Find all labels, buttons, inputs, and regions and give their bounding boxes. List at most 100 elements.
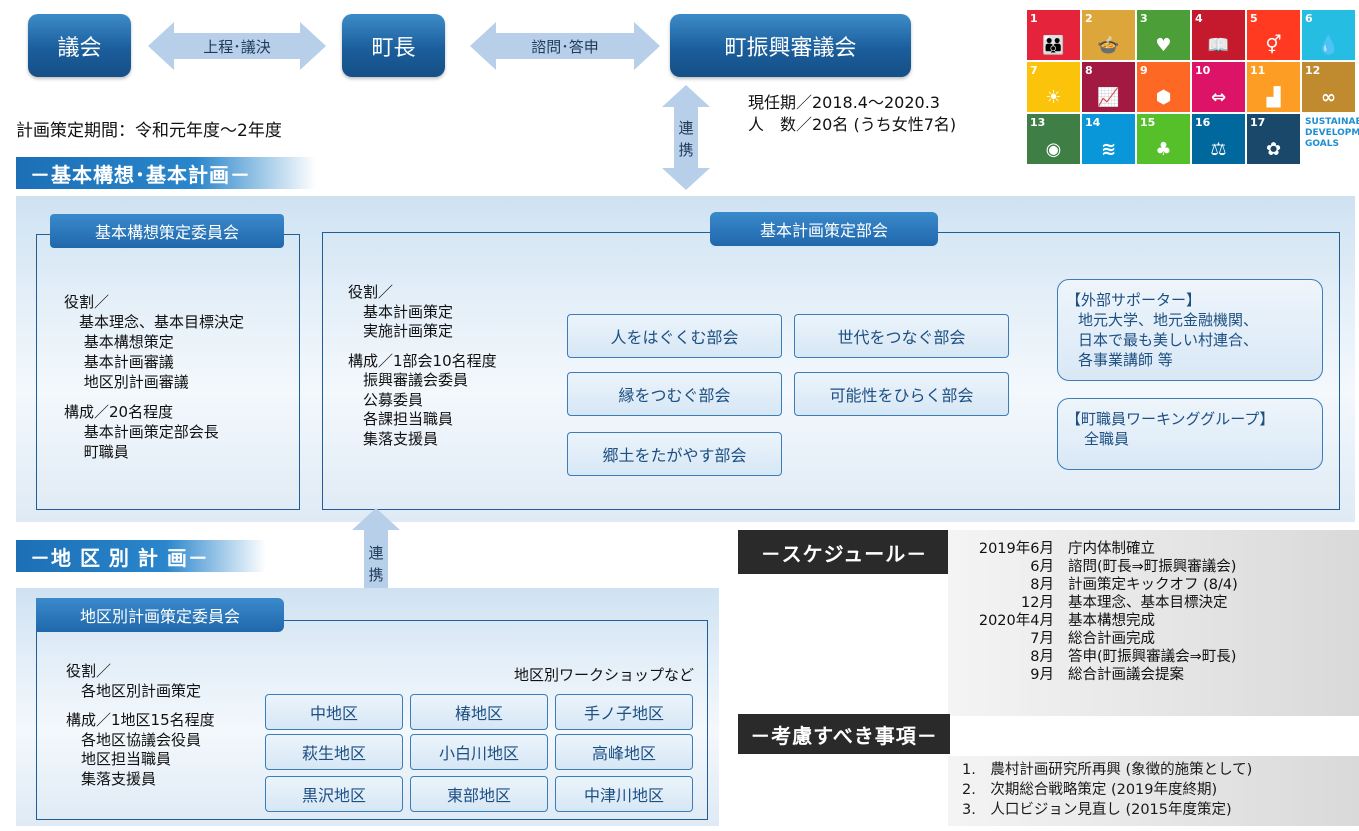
section-title-text: －基本構想･基本計画－	[30, 162, 251, 187]
gikai-label: 議会	[57, 35, 102, 61]
external-line: 地元大学、地元金融機関、	[1078, 311, 1259, 329]
district-box: 手ノ子地区	[555, 694, 693, 730]
text-line: 基本計画策定	[348, 302, 454, 321]
schedule-item: 基本構想完成	[1068, 613, 1155, 629]
district-box: 黒沢地区	[265, 776, 403, 812]
sdg-tile: 16⚖	[1192, 114, 1245, 164]
sdg-number: 14	[1085, 116, 1101, 129]
text-line: 集落支援員	[348, 429, 439, 448]
schedule-box	[948, 530, 1359, 716]
sdg-goal-icon: 📖	[1207, 35, 1230, 56]
sdg-goal-icon: 💧	[1317, 35, 1340, 56]
sdg-goal-icon: ⬢	[1155, 87, 1172, 108]
schedule-item: 庁内体制確立	[1068, 541, 1155, 557]
renkei-char: 連	[678, 119, 694, 137]
district-label: 東部地区	[446, 786, 511, 805]
schedule-item: 計画策定キックオフ (8/4)	[1068, 577, 1238, 593]
sdg-goal-icon: 📈	[1097, 87, 1120, 108]
text-line: 基本構想策定	[64, 333, 174, 351]
text-line: 各地区別計画策定	[66, 681, 202, 700]
committee-box: 縁をつむぐ部会	[567, 372, 782, 416]
district-committee-title: 地区別計画策定委員会	[36, 598, 284, 632]
sdg-goal-icon: ✿	[1265, 139, 1282, 160]
schedule-title: －スケジュール－	[760, 541, 928, 566]
external-title: 【外部サポーター】	[1066, 291, 1202, 309]
committee-label: 人をはぐくむ部会	[610, 328, 739, 347]
committee-box: 世代をつなぐ部会	[794, 314, 1009, 358]
committee-box: 人をはぐくむ部会	[567, 314, 782, 358]
schedule-date: 9月	[1030, 667, 1054, 683]
district-plan-frame	[36, 620, 708, 820]
text-line: 構成／20名程度	[64, 403, 174, 421]
considerations-title: －考慮すべき事項－	[750, 723, 938, 748]
text-line: 役割／	[66, 662, 112, 680]
schedule-row: 7月総合計画完成	[962, 630, 1238, 648]
double-arrow-icon	[148, 22, 326, 70]
schedule-item: 答申(町振興審議会⇒町長)	[1068, 649, 1237, 665]
working-group-title: 【町職員ワーキンググループ】	[1066, 410, 1275, 428]
sdg-goal-icon: ☀	[1045, 87, 1062, 108]
external-supporters-box: 【外部サポーター】 地元大学、地元金融機関、 日本で最も美しい村連合、 各事業講…	[1057, 279, 1323, 381]
district-title-text: 地区別計画策定委員会	[79, 607, 240, 626]
district-label: 中地区	[309, 704, 358, 723]
sdg-goal-icon: ∞	[1321, 87, 1336, 108]
committee-box: 郷土をたがやす部会	[567, 432, 782, 476]
schedule-date: 7月	[1030, 631, 1054, 647]
text-line: 基本計画審議	[64, 353, 174, 371]
sdg-number: 3	[1140, 12, 1148, 25]
sdg-tile: 10⇔	[1192, 62, 1245, 112]
section-title-text: －地 区 別 計 画－	[30, 545, 209, 570]
external-line: 日本で最も美しい村連合、	[1078, 331, 1259, 349]
renkei-char: 携	[368, 566, 384, 584]
sdg-goal-icon: 🍲	[1097, 35, 1120, 56]
district-label: 萩生地区	[301, 744, 366, 763]
sdg-number: 1	[1030, 12, 1038, 25]
sdg-tile: 15♣	[1137, 114, 1190, 164]
sdg-goal-icon: ⇔	[1210, 87, 1227, 108]
workshop-label: 地区別ワークショップなど	[514, 666, 695, 684]
considerations-list: 1. 農村計画研究所再興 (象徴的施策として) 2. 次期総合戦略策定 (201…	[962, 760, 1252, 820]
sdg-tile: 2🍲	[1082, 10, 1135, 60]
sdg-number: 4	[1195, 12, 1203, 25]
text-line: 各地区協議会役員	[66, 730, 202, 749]
sdg-number: 8	[1085, 64, 1093, 77]
term-line: 現任期／2018.4～2020.3	[748, 93, 940, 112]
schedule-row: 8月答申(町振興審議会⇒町長)	[962, 648, 1238, 666]
text-line: 地区担当職員	[66, 750, 172, 768]
sdg-logo-grid: 1👪2🍲3♥4📖5⚥6💧7☀8📈9⬢10⇔11▟12∞13◉14≋15♣16⚖1…	[1027, 10, 1359, 164]
jotei-label: 上程･議決	[203, 37, 271, 56]
members-line: 人 数／20名 (うち女性7名)	[748, 115, 957, 134]
district-label: 高峰地区	[591, 744, 656, 763]
sdg-number: 17	[1250, 116, 1266, 129]
text-line: 地区別計画審議	[64, 373, 189, 391]
text-line	[348, 342, 497, 352]
section-title-district: －地 区 別 計 画－	[16, 540, 266, 572]
sdg-number: 11	[1250, 64, 1266, 77]
sdg-tile: 4📖	[1192, 10, 1245, 60]
sdg-goal-icon: ♣	[1155, 139, 1172, 160]
district-box: 小白川地区	[410, 734, 548, 770]
sdg-number: 12	[1305, 64, 1321, 77]
text-line: 振興審議会委員	[348, 371, 469, 389]
schedule-row: 2020年4月基本構想完成	[962, 612, 1238, 630]
sdg-goal-icon: ▟	[1266, 87, 1281, 108]
text-line	[64, 392, 244, 402]
sdg-number: 9	[1140, 64, 1148, 77]
schedule-row: 2019年6月庁内体制確立	[962, 540, 1238, 558]
sdg-number: 7	[1030, 64, 1038, 77]
committee-box: 可能性をひらく部会	[794, 372, 1009, 416]
sdg-tile: 17 ✿	[1247, 114, 1300, 164]
renkei-char: 連	[368, 544, 384, 562]
chocho-label: 町長	[371, 35, 416, 61]
schedule-row: 9月総合計画議会提案	[962, 666, 1238, 684]
schedule-item: 総合計画議会提案	[1068, 667, 1184, 683]
schedule-date: 8月	[1030, 577, 1054, 593]
sdg-tile: 12∞	[1302, 62, 1355, 112]
sdg-goal-icon: 👪	[1042, 35, 1065, 56]
text-line: 基本計画策定部会長	[64, 423, 219, 441]
shimon-arrow: 諮問･答申	[470, 20, 660, 72]
sdg-tile: 13◉	[1027, 114, 1080, 164]
shimon-label: 諮問･答申	[531, 37, 599, 56]
basic-plan-roles: 役割／ 基本計画策定 実施計画策定構成／1部会10名程度 振興審議会委員 公募委…	[348, 283, 497, 449]
